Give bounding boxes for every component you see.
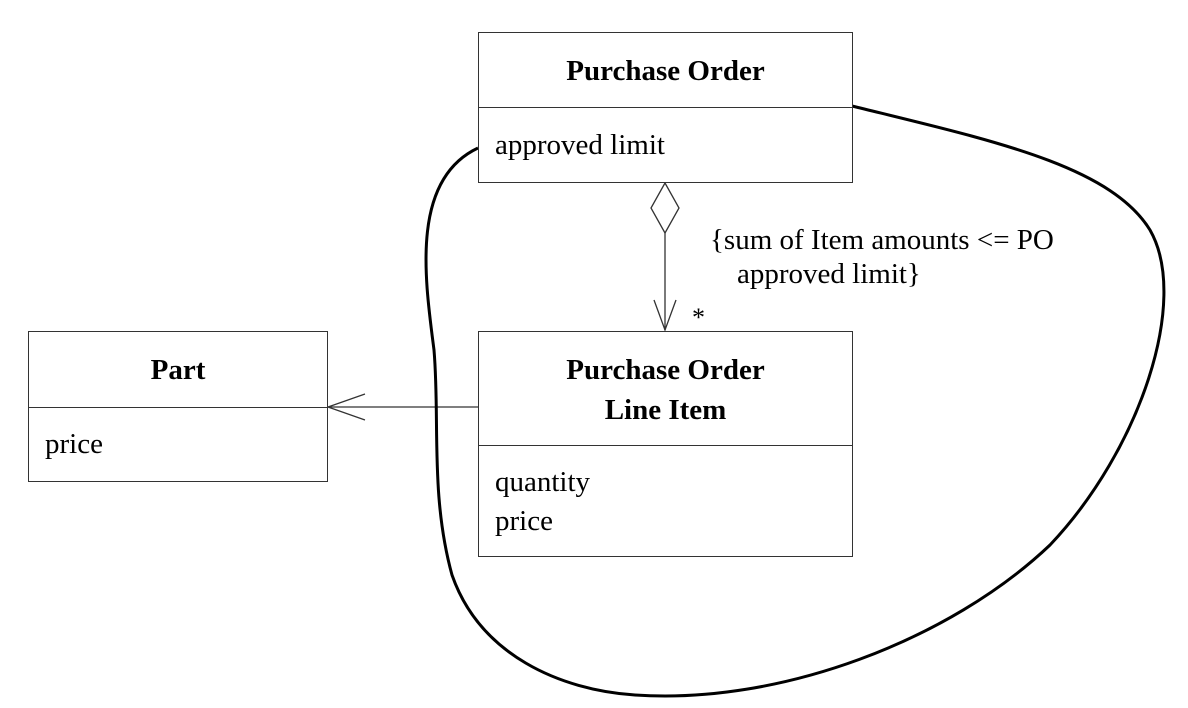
purchase-order-title: Purchase Order — [566, 55, 765, 87]
line-item-name: Purchase Order Line Item — [479, 332, 852, 446]
line-item-class: Purchase Order Line Item quantity price — [478, 331, 853, 557]
part-class: Part price — [28, 331, 328, 482]
navigation-arrowhead-left — [326, 393, 366, 421]
constraint-note: {sum of Item amounts <= PO approved limi… — [710, 223, 1054, 291]
line-item-title-line-2: Line Item — [604, 394, 727, 426]
purchase-order-name: Purchase Order — [479, 33, 852, 108]
part-attributes: price — [29, 408, 327, 464]
aggregation-diamond — [650, 181, 680, 235]
part-price-attribute: price — [45, 428, 103, 460]
part-title: Part — [150, 354, 206, 386]
approved-limit-attribute: approved limit — [495, 129, 665, 161]
purchase-order-attributes: approved limit — [479, 108, 852, 165]
multiplicity-label: * — [692, 303, 705, 332]
part-name: Part — [29, 332, 327, 408]
constraint-line-2: approved limit} — [737, 258, 921, 290]
constraint-line-1: {sum of Item amounts <= PO — [710, 224, 1054, 256]
line-item-attributes: quantity price — [479, 446, 852, 541]
line-item-title-line-1: Purchase Order — [566, 354, 765, 386]
constraint-boundary-curve — [424, 104, 1166, 698]
line-item-price-attribute: price — [495, 505, 553, 537]
purchase-order-class: Purchase Order approved limit — [478, 32, 853, 183]
quantity-attribute: quantity — [495, 466, 591, 498]
navigation-arrowhead-down — [653, 299, 677, 332]
